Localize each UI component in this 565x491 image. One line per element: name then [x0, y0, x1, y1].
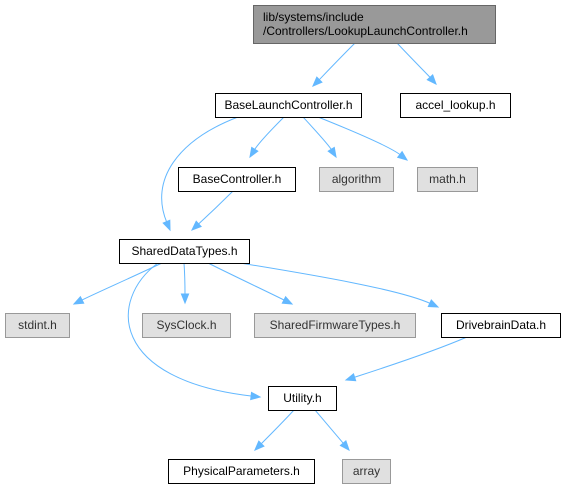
edge-shared-data-types-to-utility [127, 262, 262, 401]
edge-line [253, 116, 285, 151]
node-box [5, 313, 70, 338]
node-label: lib/systems/include [263, 10, 364, 24]
edge-root-to-accel-lookup [396, 42, 437, 85]
edge-root-to-base-launch [312, 42, 356, 87]
node-box [441, 313, 561, 338]
node-box [400, 93, 511, 118]
node-array: array [342, 459, 391, 484]
edge-arrowhead [426, 74, 437, 85]
node-sysclock: SysClock.h [142, 313, 231, 338]
edge-line [197, 190, 234, 225]
edge-base-launch-to-base-controller [249, 116, 285, 159]
edge-arrowhead [249, 146, 259, 159]
edge-base-launch-to-math [317, 116, 409, 161]
node-label: PhysicalParameters.h [183, 464, 300, 478]
node-drivebraindata[interactable]: DrivebrainData.h [441, 313, 561, 338]
edge-arrowhead [312, 76, 323, 87]
node-label: math.h [429, 172, 466, 186]
edge-line [207, 262, 286, 301]
nodes-layer: lib/systems/include/Controllers/LookupLa… [5, 5, 561, 484]
node-label: BaseLaunchController.h [224, 98, 352, 112]
edge-shared-data-types-to-sysclock [180, 262, 190, 305]
node-box [268, 386, 337, 411]
edge-shared-data-types-to-stdint [72, 262, 163, 305]
edge-drivebrain-data-to-utility [344, 336, 468, 382]
edge-line [80, 262, 163, 301]
edge-base-launch-to-algorithm [302, 116, 337, 159]
node-label: BaseController.h [193, 172, 282, 186]
edge-arrowhead [344, 372, 357, 382]
edge-base-controller-to-shared-data-types [191, 190, 234, 231]
edge-arrowhead [162, 219, 171, 232]
node-label: accel_lookup.h [415, 98, 495, 112]
node-math: math.h [417, 167, 478, 192]
node-box [215, 93, 362, 118]
node-utility[interactable]: Utility.h [268, 386, 337, 411]
edge-line [183, 262, 186, 296]
edge-line [127, 262, 253, 397]
node-box [342, 459, 391, 484]
node-label: SharedDataTypes.h [131, 244, 237, 258]
node-box [178, 167, 296, 192]
edge-base-launch-to-shared-data-types [161, 116, 239, 232]
edge-line [317, 116, 401, 156]
edge-line [161, 116, 239, 223]
node-label: SysClock.h [156, 318, 216, 332]
node-baselaunchcontroller[interactable]: BaseLaunchController.h [215, 93, 362, 118]
node-stdint: stdint.h [5, 313, 70, 338]
node-label: Utility.h [283, 391, 321, 405]
node-sharedfirmwaretypes: SharedFirmwareTypes.h [254, 313, 416, 338]
edge-arrowhead [254, 440, 265, 451]
node-label: algorithm [332, 172, 381, 186]
edge-arrowhead [339, 439, 350, 452]
edge-utility-to-array [314, 409, 350, 452]
node-box [319, 167, 394, 192]
node-label: array [353, 464, 380, 478]
edges-layer [72, 42, 468, 452]
node-box [254, 313, 416, 338]
edge-line [318, 42, 356, 81]
edge-arrowhead [72, 295, 85, 305]
node-algorithm: algorithm [319, 167, 394, 192]
root-node[interactable]: lib/systems/include/Controllers/LookupLa… [253, 5, 496, 44]
node-box [168, 459, 315, 484]
node-shareddatatypes[interactable]: SharedDataTypes.h [119, 239, 250, 264]
node-accel-lookup[interactable]: accel_lookup.h [400, 93, 511, 118]
edge-arrowhead [250, 391, 262, 401]
node-label: DrivebrainData.h [456, 318, 546, 332]
edge-utility-to-physical-parameters [254, 409, 295, 451]
edge-arrowhead [180, 293, 190, 305]
edge-arrowhead [396, 150, 409, 161]
edge-arrowhead [281, 295, 294, 305]
edge-shared-data-types-to-shared-firmware-types [207, 262, 294, 305]
node-label: stdint.h [18, 318, 57, 332]
edge-arrowhead [327, 146, 337, 159]
node-label: SharedFirmwareTypes.h [270, 318, 401, 332]
edge-arrowhead [427, 299, 440, 308]
node-box [417, 167, 478, 192]
edge-line [314, 409, 345, 445]
node-box [253, 5, 496, 44]
edge-arrowhead [191, 220, 202, 231]
edge-line [396, 42, 432, 79]
edge-line [260, 409, 295, 445]
node-box [119, 239, 250, 264]
edge-line [353, 336, 468, 379]
node-basecontroller[interactable]: BaseController.h [178, 167, 296, 192]
edge-shared-data-types-to-drivebrain-data [239, 262, 440, 308]
node-label: /Controllers/LookupLaunchController.h [263, 24, 468, 38]
edge-line [239, 262, 431, 305]
node-box [142, 313, 231, 338]
node-physicalparameters[interactable]: PhysicalParameters.h [168, 459, 315, 484]
edge-line [302, 116, 333, 151]
